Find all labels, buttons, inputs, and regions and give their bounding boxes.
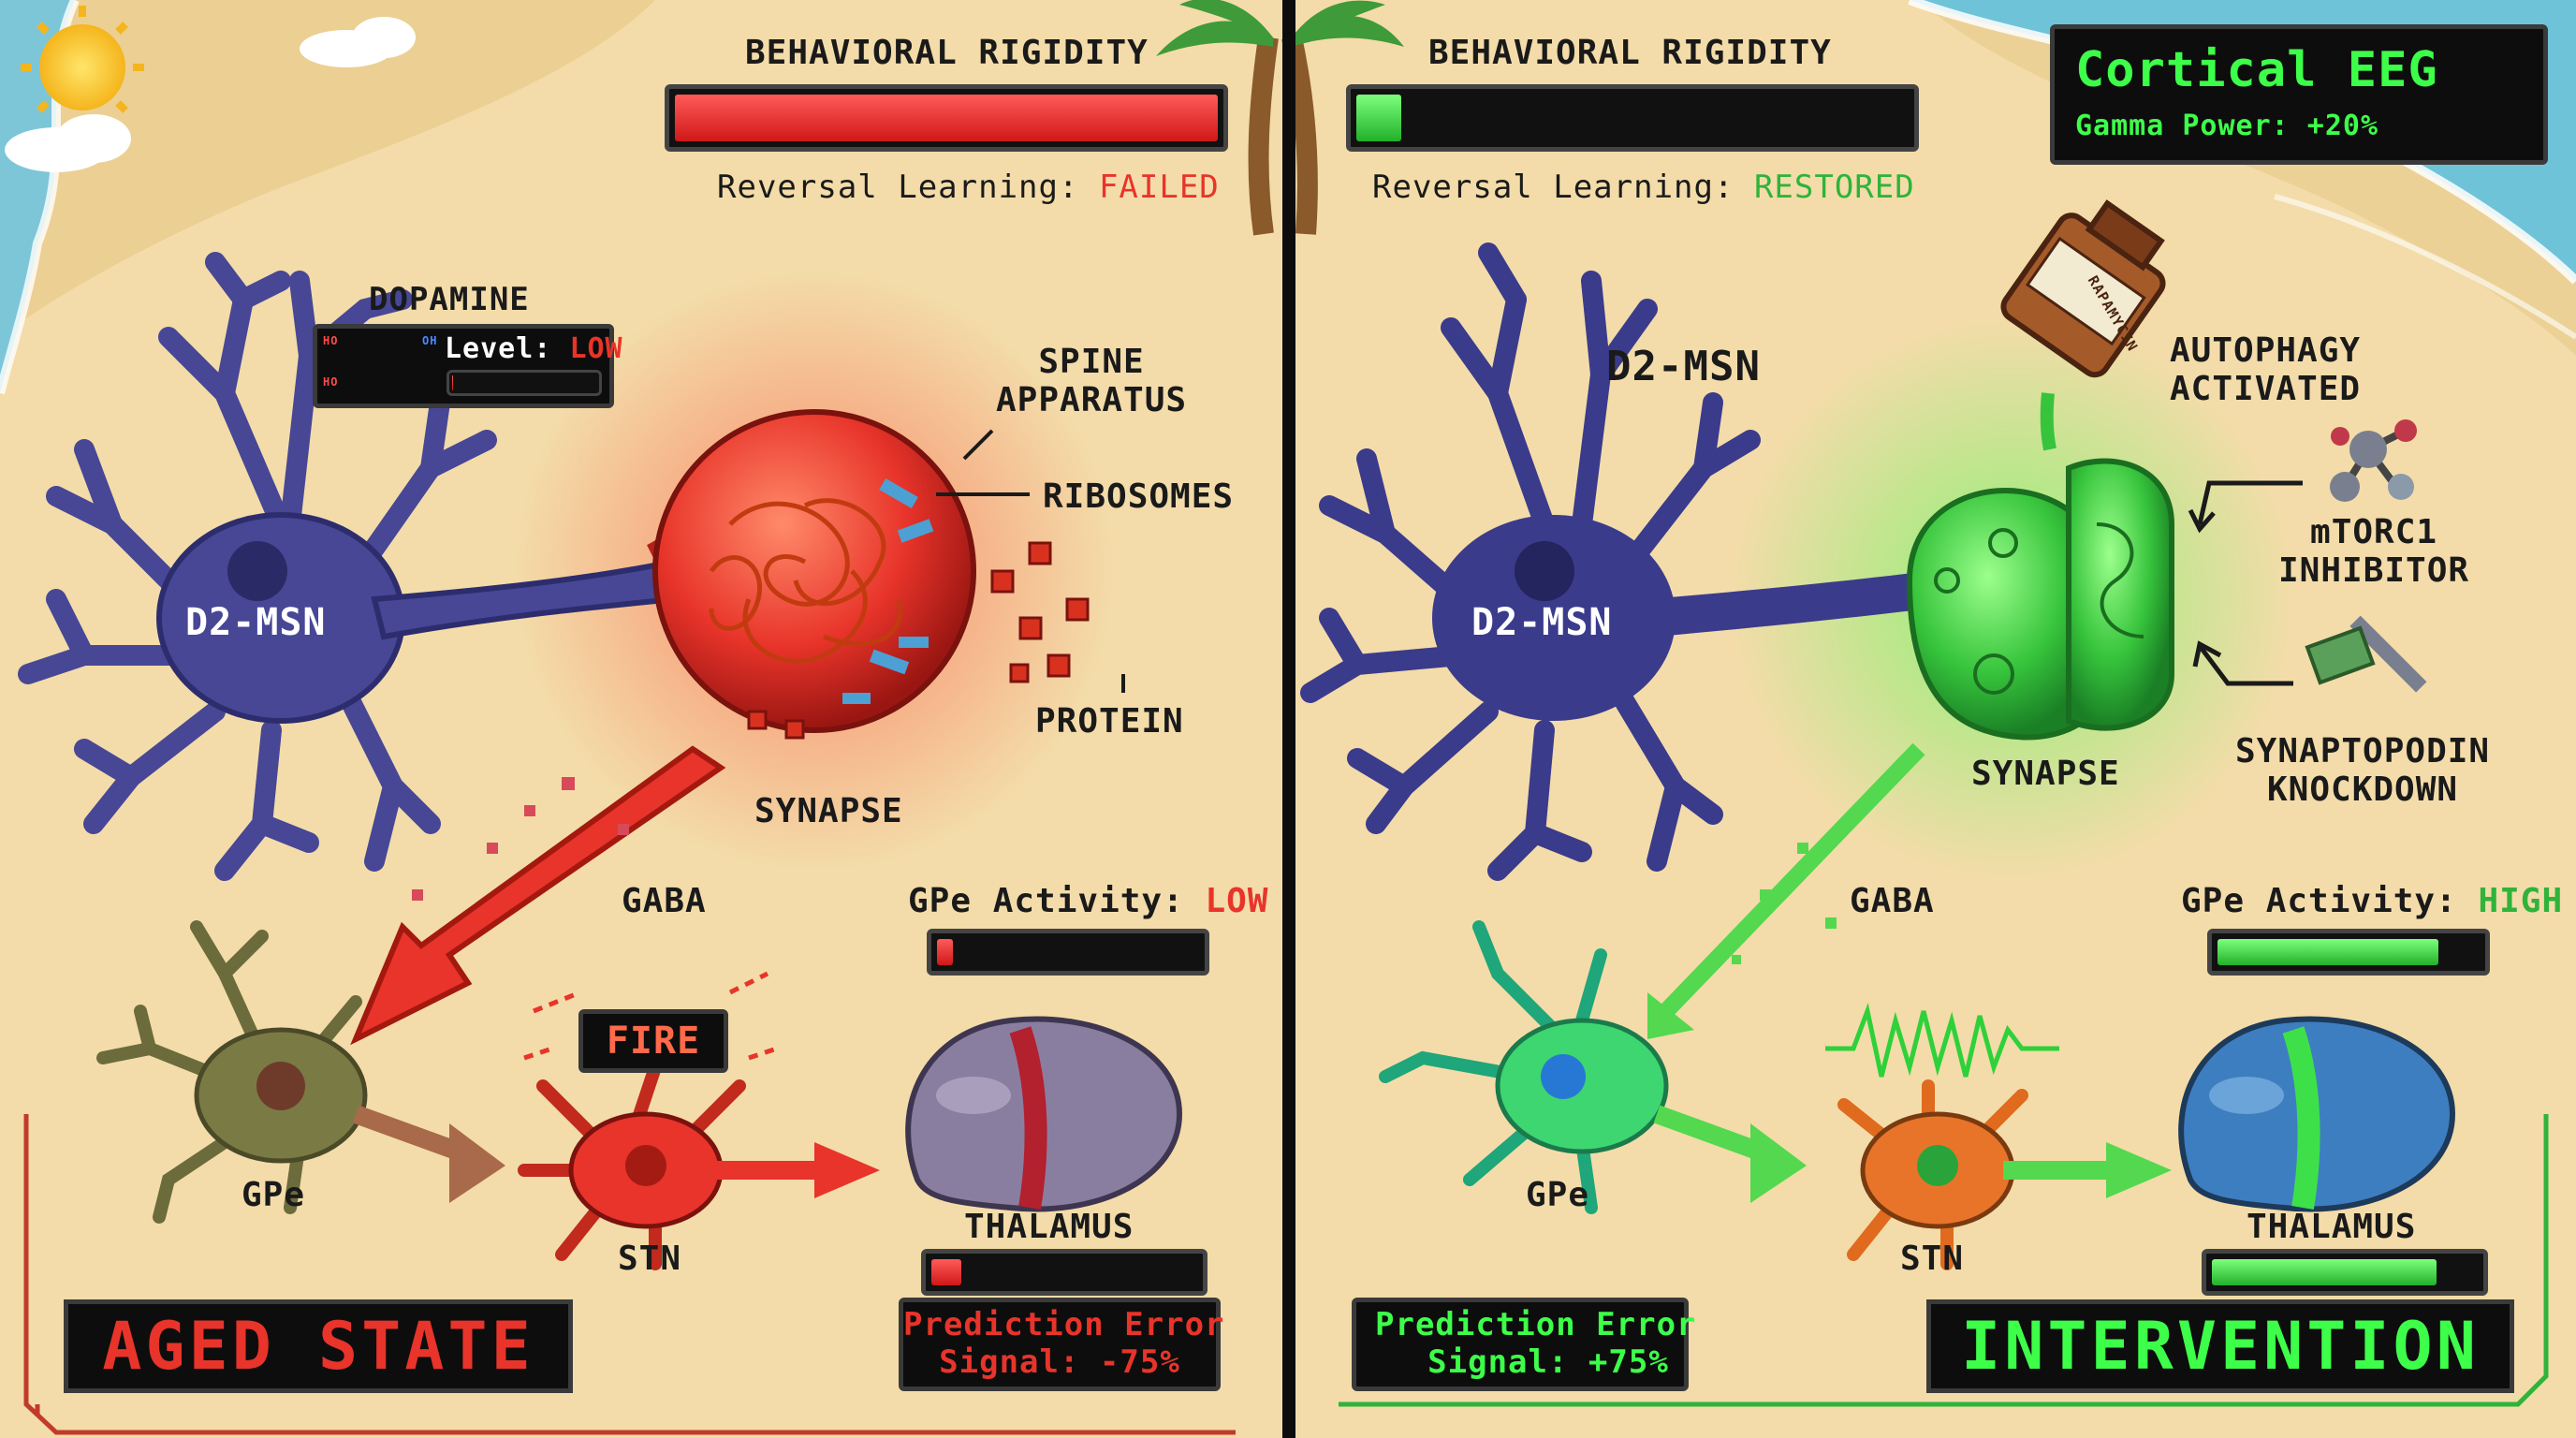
spike-train-icon [1825,1003,2059,1078]
stn-neuron-left [518,971,880,1270]
reversal-status-right: RESTORED [1753,169,1915,206]
stn-label-left: STN [618,1240,682,1278]
gpe-activity-bar-right [2207,929,2490,976]
gpe-activity-right: GPe Activity: HIGH [2181,882,2563,920]
rigidity-fill-right [1356,95,1402,141]
thalamus-bar-right [2202,1249,2488,1296]
aged-state-text: AGED STATE [102,1308,534,1385]
gpe-label-right: GPe [1526,1176,1590,1214]
neuron-label-right: D2-MSN [1471,601,1613,644]
rigidity-bar-left [665,84,1228,152]
autophagy-label: AUTOPHAGY ACTIVATED [2170,331,2362,408]
frame-right [1339,1114,2549,1407]
gpe-activity-fill-right [2217,939,2439,965]
neuron-label-left: D2-MSN [185,601,327,644]
d2-msn-neuron-left [18,252,677,881]
center-divider [1282,0,1295,1438]
prediction-line2-left: Signal: -75% [939,1343,1180,1381]
rigidity-title-left: BEHAVIORAL RIGIDITY [745,34,1149,72]
cloud-icon [5,17,416,172]
dopamine-title: DOPAMINE [369,281,530,318]
thalamus-right [2178,1016,2456,1212]
aged-state-title: AGED STATE [64,1299,573,1393]
gpe-activity-bar-left [927,929,1209,976]
gpe-activity-value-right: HIGH [2478,882,2564,920]
intervention-text: INTERVENTION [1961,1308,2480,1385]
dopamine-level-value: LOW [569,332,623,365]
dopamine-fill [452,375,453,390]
rapamycin-bottle-icon [2000,199,2166,378]
gpe-neuron-left [96,920,505,1224]
synapse-label-left: SYNAPSE [754,792,903,830]
gpe-label-left: GPe [242,1176,306,1214]
reversal-learning-right: Reversal Learning: RESTORED [1372,169,1915,206]
gaba-arrow-left [350,745,726,1046]
ribosomes-label: RIBOSOMES [1043,477,1235,516]
spine-bulb-left [646,409,1125,740]
sun-icon [21,6,144,129]
molecule-label-oh: OH [422,334,438,347]
mtorc1-inhibitor-icon [2330,419,2417,502]
prediction-line1-left: Prediction Error [903,1306,1225,1343]
spine-bulb-right [1647,458,2174,1039]
gpe-activity-value-left: LOW [1205,882,1269,920]
prediction-line2-right: Signal: +75% [1427,1343,1669,1381]
rigidity-title-right: BEHAVIORAL RIGIDITY [1428,34,1832,72]
molecule-label-ho2: HO [323,375,339,389]
hammer-icon [2305,615,2427,693]
eeg-subtitle: Gamma Power: +20% [2075,110,2379,142]
thalamus-fill-left [931,1259,962,1285]
dopamine-panel: HO OH HO Level: LOW [313,324,622,408]
gpe-activity-fill-left [937,939,954,965]
synaptopodin-label: SYNAPTOPODIN KNOCKDOWN [2235,732,2491,809]
stn-label-right: STN [1900,1240,1965,1278]
gpe-neuron-right [1379,920,1807,1214]
protein-label: PROTEIN [1035,702,1184,741]
prediction-line1-right: Prediction Error [1375,1306,1697,1343]
eeg-title: Cortical EEG [2075,42,2438,98]
thalamus-fill-right [2212,1259,2437,1285]
molecule-label-ho1: HO [323,334,339,347]
gaba-label-left: GABA [622,882,707,920]
thalamus-left [905,1016,1183,1212]
neuron-label-top-right: D2-MSN [1606,343,1761,390]
reversal-status-left: FAILED [1098,169,1220,206]
fire-label: FIRE [606,1020,701,1063]
intervention-title: INTERVENTION [1926,1299,2514,1393]
stn-neuron-right [1825,1003,2172,1270]
dopamine-level-text: Level: LOW [445,332,623,365]
sand-dune-left [0,0,655,337]
dopamine-level-prefix: Level: [445,332,570,365]
spine-apparatus-label: SPINE APPARATUS [996,343,1188,419]
rigidity-fill-left [675,95,1218,141]
thalamus-label-right: THALAMUS [2247,1208,2417,1246]
mtorc1-label: mTORC1 INHIBITOR [2278,513,2470,590]
frame-left [23,1114,1236,1435]
reversal-prefix-left: Reversal Learning: [717,169,1099,206]
thalamus-label-left: THALAMUS [964,1208,1134,1246]
d2-msn-neuron-right [1300,242,1928,881]
gpe-activity-left: GPe Activity: LOW [908,882,1268,920]
gpe-activity-prefix-right: GPe Activity: [2181,882,2479,920]
gpe-activity-prefix-left: GPe Activity: [908,882,1206,920]
palm-tree-icon [1156,0,1404,236]
synapse-label-right: SYNAPSE [1971,755,2120,793]
rigidity-bar-right [1346,84,1919,152]
reversal-learning-left: Reversal Learning: FAILED [717,169,1220,206]
fire-badge: FIRE [578,1009,728,1073]
thalamus-bar-left [921,1249,1208,1296]
gaba-label-right: GABA [1850,882,1935,920]
reversal-prefix-right: Reversal Learning: [1372,169,1754,206]
prediction-panel-left: Prediction Error Signal: -75% [899,1298,1225,1391]
prediction-panel-right: Prediction Error Signal: +75% [1352,1298,1697,1391]
eeg-panel: Cortical EEG Gamma Power: +20% [2050,24,2548,165]
dopamine-bar [446,370,602,396]
